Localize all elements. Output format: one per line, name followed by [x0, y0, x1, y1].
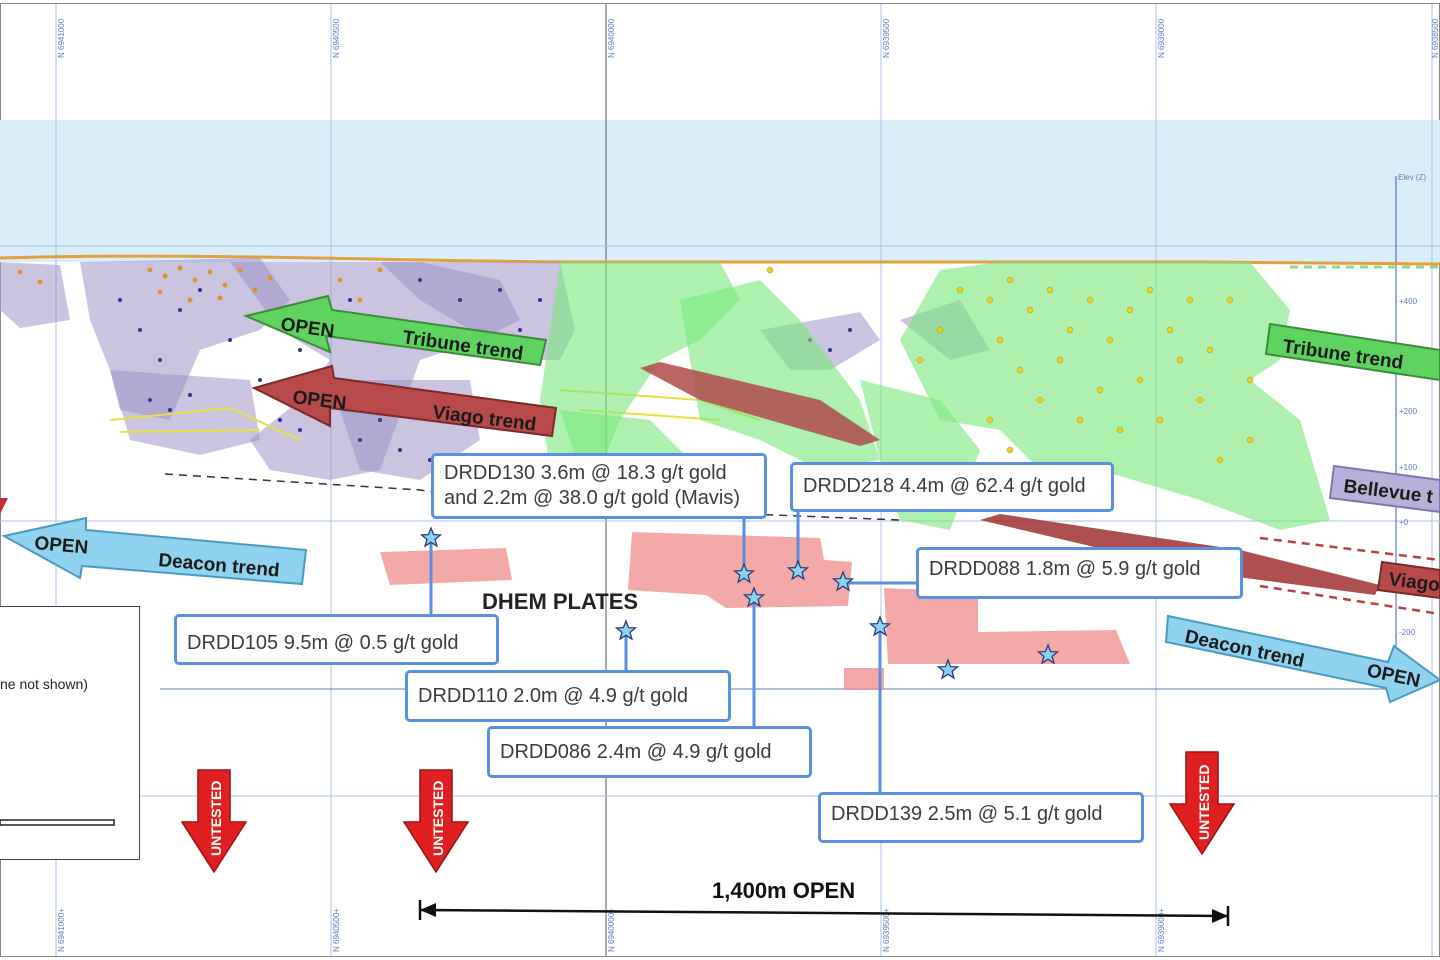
grid-label-top: N 6939500 — [882, 18, 891, 58]
elevation-axis-title: Elev (Z) — [1398, 173, 1426, 182]
callout-drdd130: DRDD130 3.6m @ 18.3 g/t gold and 2.2m @ … — [431, 453, 767, 519]
viago-trend-arrow-right: Viago — [1376, 560, 1440, 600]
elevation-tick: +100 — [1399, 463, 1418, 472]
callout-line: DRDD110 2.0m @ 4.9 g/t gold — [418, 685, 689, 707]
elevation-axis: Elev (Z) +400 +200 +100 +0 -200 — [1395, 173, 1426, 690]
bellevue-trend-arrow-right: Bellevue t — [1328, 464, 1440, 514]
callout-drdd105: DRDD105 9.5m @ 0.5 g/t gold — [174, 614, 499, 665]
drill-intercepts-purple — [118, 278, 852, 462]
open-extent-dimension: 1,400m OPEN — [418, 878, 1230, 926]
grid-label-top: N 6940000 — [607, 18, 616, 58]
untested-label: UNTESTED — [1196, 765, 1212, 840]
grid-label-bottom: N 6940000+ — [607, 908, 616, 952]
untested-label: UNTESTED — [208, 781, 224, 856]
grid-label-top: N 6941000 — [57, 18, 66, 58]
drill-intercepts-orange — [17, 265, 383, 303]
callout-line: and 2.2m @ 38.0 g/t gold (Mavis) — [444, 487, 740, 509]
grid-label-top: N 6938500 — [1431, 18, 1440, 58]
legend-box — [0, 606, 140, 860]
dhem-plates-title: DHEM PLATES — [482, 589, 638, 614]
drill-intercepts-yellow — [766, 266, 1254, 464]
grid-label-bottom: N 6941000+ — [57, 908, 66, 952]
callout-line: DRDD086 2.4m @ 4.9 g/t gold — [500, 741, 772, 763]
deacon-trend-arrow-left: OPEN Deacon trend — [1, 516, 308, 586]
callout-drdd139: DRDD139 2.5m @ 5.1 g/t gold — [818, 792, 1144, 843]
green-ore-bodies — [540, 262, 1330, 530]
tribune-trend-arrow-right: Tribune trend — [1264, 322, 1440, 382]
legend-scale-bar-overlay — [0, 819, 115, 826]
grid-label-bottom: N 6939000+ — [1157, 908, 1166, 952]
callout-drdd086: DRDD086 2.4m @ 4.9 g/t gold — [487, 726, 812, 778]
legend-text: ne not shown) — [0, 676, 88, 692]
elevation-tick: +0 — [1399, 518, 1409, 527]
untested-arrow: UNTESTED — [1168, 751, 1236, 856]
callout-drdd110: DRDD110 2.0m @ 4.9 g/t gold — [405, 670, 731, 722]
viago-arrow-fragment — [0, 498, 8, 514]
sky-band — [0, 120, 1440, 262]
elevation-tick: +400 — [1399, 297, 1418, 306]
open-extent-label: 1,400m OPEN — [712, 878, 855, 903]
elevation-tick: -200 — [1399, 628, 1416, 637]
untested-label: UNTESTED — [430, 781, 446, 856]
dhem-plates — [380, 532, 1130, 690]
callout-line: DRDD088 1.8m @ 5.9 g/t gold — [929, 558, 1201, 580]
grid-label-bottom: N 6939500+ — [882, 908, 891, 952]
grid-label-top: N 6939000 — [1157, 18, 1166, 58]
purple-ore-bodies — [0, 258, 990, 480]
elevation-tick: +200 — [1399, 407, 1418, 416]
viago-lens — [640, 362, 880, 446]
arrow-open-label: OPEN — [34, 533, 89, 559]
callout-line: DRDD139 2.5m @ 5.1 g/t gold — [831, 803, 1103, 825]
callout-drdd218: DRDD218 4.4m @ 62.4 g/t gold — [790, 462, 1114, 512]
callout-line: DRDD105 9.5m @ 0.5 g/t gold — [187, 632, 459, 654]
untested-arrow: UNTESTED — [402, 769, 470, 874]
untested-arrow: UNTESTED — [180, 769, 248, 874]
callout-line: DRDD218 4.4m @ 62.4 g/t gold — [803, 475, 1086, 497]
grid-label-top: N 6940500 — [332, 18, 341, 58]
callout-line: DRDD130 3.6m @ 18.3 g/t gold — [444, 462, 727, 484]
grid-label-bottom: N 6940500+ — [332, 908, 341, 952]
callout-drdd088: DRDD088 1.8m @ 5.9 g/t gold — [916, 547, 1243, 599]
